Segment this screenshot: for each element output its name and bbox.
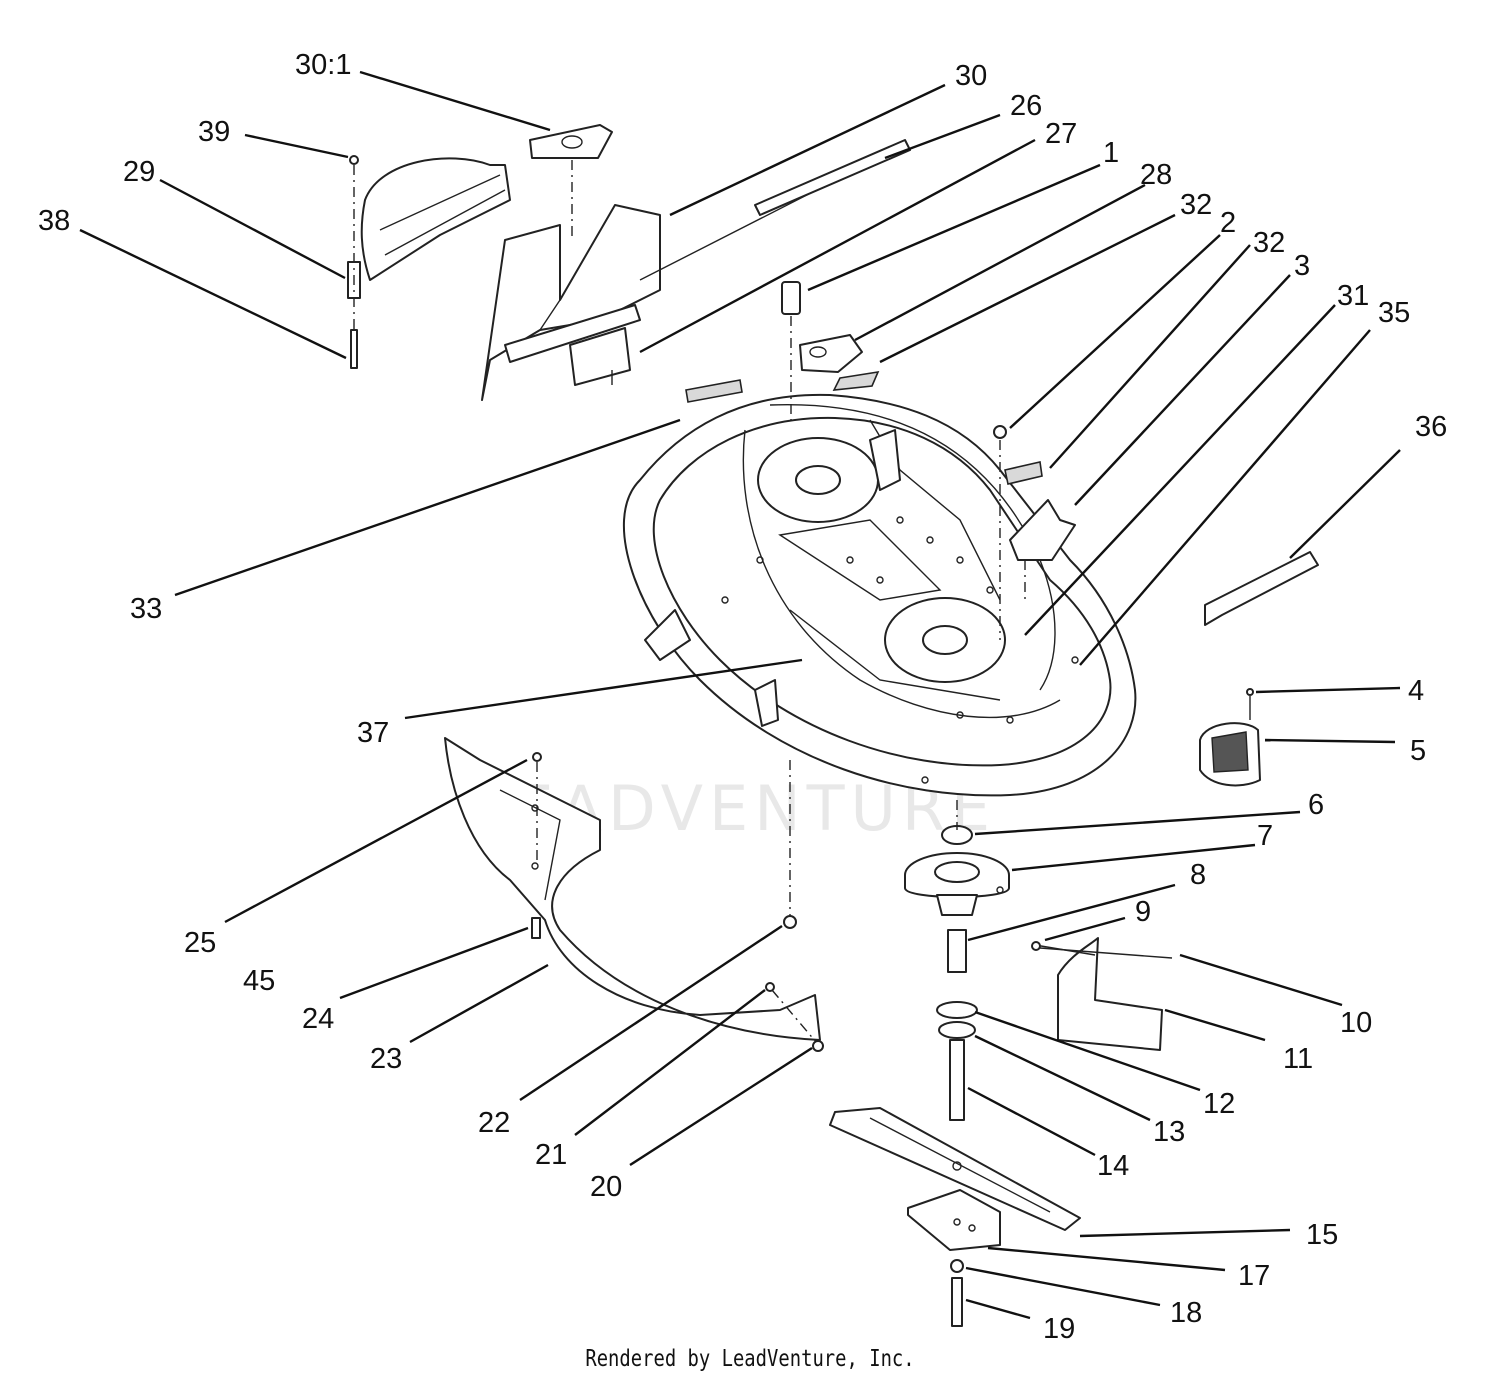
chute-plate (529, 124, 613, 159)
callout-37: 37 (357, 717, 389, 749)
render-credit: Rendered by LeadVenture, Inc. (585, 1346, 915, 1372)
callout-36: 36 (1415, 411, 1447, 443)
mower-blade (829, 1107, 1081, 1251)
callout-29: 29 (123, 156, 155, 188)
callout-32-b: 32 (1253, 227, 1285, 259)
callout-31: 31 (1337, 280, 1369, 312)
callout-23: 23 (370, 1043, 402, 1075)
callout-22: 22 (478, 1107, 510, 1139)
callout-33: 33 (130, 593, 162, 625)
callout-3: 3 (1294, 250, 1310, 282)
washer-18 (950, 1259, 964, 1273)
label-32a (832, 370, 880, 391)
baffle-23 (444, 737, 821, 1041)
discharge-chute-assembly (481, 139, 911, 401)
plate-28 (799, 334, 863, 373)
pivot-rod (781, 281, 801, 315)
callout-14: 14 (1097, 1150, 1129, 1182)
callout-32-a: 32 (1180, 189, 1212, 221)
callout-25: 25 (184, 927, 216, 959)
callout-27: 27 (1045, 118, 1077, 150)
callout-7: 7 (1257, 820, 1273, 852)
callout-19: 19 (1043, 1313, 1075, 1345)
callout-6: 6 (1308, 789, 1324, 821)
bolt-19 (951, 1277, 963, 1327)
callout-9: 9 (1135, 896, 1151, 928)
callout-30-1: 30:1 (295, 49, 351, 81)
callout-4: 4 (1408, 675, 1424, 707)
bolt-21 (765, 982, 775, 992)
callout-10: 10 (1340, 1007, 1372, 1039)
callout-18: 18 (1170, 1297, 1202, 1329)
callout-12: 12 (1203, 1088, 1235, 1120)
callout-30: 30 (955, 60, 987, 92)
callout-1: 1 (1103, 137, 1119, 169)
callout-26: 26 (1010, 90, 1042, 122)
callout-2: 2 (1220, 207, 1236, 239)
trim-strip-36 (1204, 551, 1319, 626)
callout-11: 11 (1283, 1043, 1313, 1075)
callout-38: 38 (38, 205, 70, 237)
shield-11 (1057, 937, 1163, 1051)
callout-20: 20 (590, 1171, 622, 1203)
label-33 (685, 379, 743, 403)
spindle-assembly (904, 825, 1010, 1121)
callout-13: 13 (1153, 1116, 1185, 1148)
label-32b (1004, 461, 1043, 485)
mower-deck-housing (623, 393, 1137, 797)
screw-4 (1246, 688, 1254, 696)
nut-20 (812, 1040, 824, 1052)
callout-labels: 30:1 30 26 27 1 28 32 2 32 3 31 35 36 39… (38, 49, 1447, 1345)
leader-lines (79, 70, 1401, 1320)
callout-5: 5 (1410, 735, 1426, 767)
bracket-3 (1009, 499, 1076, 561)
callout-21: 21 (535, 1139, 567, 1171)
callout-28: 28 (1140, 159, 1172, 191)
callout-39: 39 (198, 116, 230, 148)
bolt-2 (993, 425, 1007, 439)
nut-22 (783, 915, 797, 929)
deflector-guard-29 (347, 155, 511, 369)
callout-15: 15 (1306, 1219, 1338, 1251)
callout-35: 35 (1378, 297, 1410, 329)
callout-45: 45 (243, 965, 275, 997)
callout-24: 24 (302, 1003, 334, 1035)
callout-8: 8 (1190, 859, 1206, 891)
callout-17: 17 (1238, 1260, 1270, 1292)
